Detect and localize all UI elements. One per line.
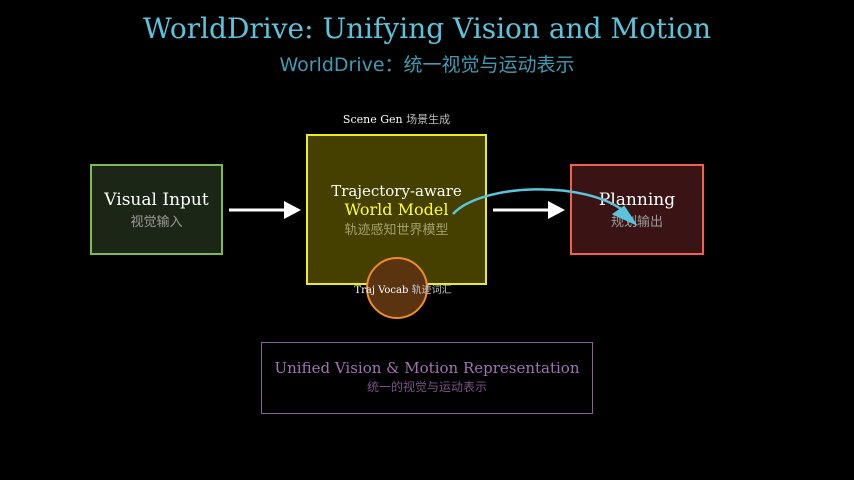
arrow-visual-to-world	[229, 201, 301, 219]
unified-label: Unified Vision & Motion Representation	[274, 359, 580, 377]
arrow-world-to-planning	[493, 201, 565, 219]
traj-vocab-circle	[366, 257, 428, 319]
world-model-label-zh: 轨迹感知世界模型	[344, 223, 449, 238]
scene-gen-label: Scene Gen 场景生成	[306, 111, 487, 127]
traj-vocab-label-en: Traj Vocab	[354, 285, 409, 296]
scene-gen-label-zh: 场景生成	[406, 113, 451, 126]
traj-vocab-label: Traj Vocab 轨迹词汇	[320, 281, 486, 296]
world-model-label-line1: Trajectory-aware	[331, 182, 462, 200]
visual-input-label: Visual Input	[104, 190, 209, 210]
page-subtitle: WorldDrive：统一视觉与运动表示	[279, 54, 575, 76]
page-title: WorldDrive: Unifying Vision and Motion	[142, 12, 712, 45]
scene-gen-label-en: Scene Gen	[342, 113, 403, 126]
traj-vocab-label-zh: 轨迹词汇	[411, 285, 452, 296]
planning-node: Planning 规划输出	[570, 164, 704, 255]
unified-label-zh: 统一的视觉与运动表示	[366, 380, 487, 394]
unified-representation-node: Unified Vision & Motion Representation 统…	[261, 342, 593, 414]
curved-connector-arrow	[452, 188, 638, 227]
world-model-label-line2: World Model	[344, 200, 449, 219]
planning-label: Planning	[598, 190, 676, 210]
visual-input-label-zh: 视觉输入	[130, 215, 183, 230]
visual-input-node: Visual Input 视觉输入	[90, 164, 223, 255]
